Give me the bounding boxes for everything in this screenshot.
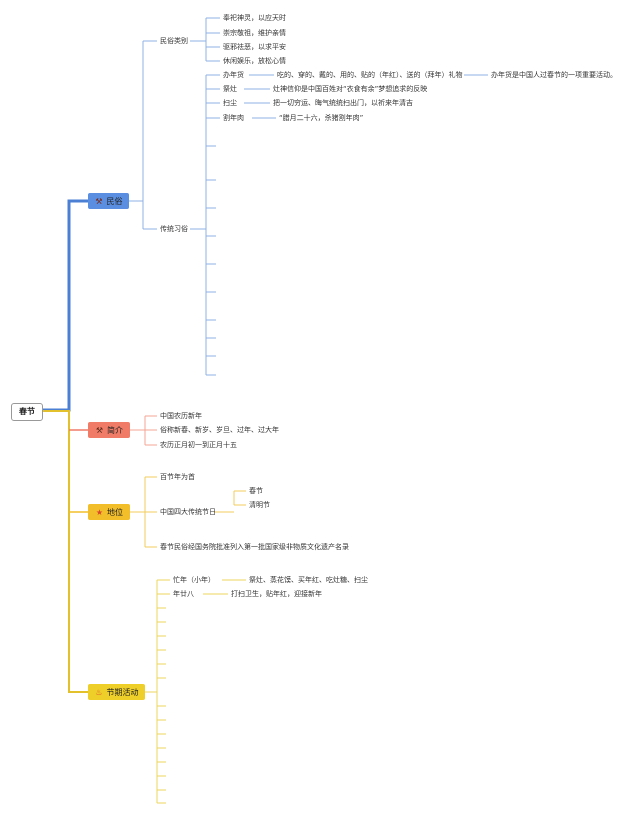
custom-item-detail: 吃的、穿的、戴的、用的、贴的（年红）、送的（拜年）礼物	[277, 71, 463, 79]
branch-huodong[interactable]: ♨ 节期活动	[88, 684, 145, 700]
huodong-item-detail: 打扫卫生，贴年红，迎接新年	[231, 590, 322, 598]
star-icon: ★	[95, 507, 104, 517]
minsu-category-item: 驱邪祛恶，以求平安	[223, 43, 286, 51]
diwei-item: 百节年为首	[160, 473, 195, 481]
connector-jianjie	[130, 415, 157, 446]
custom-item-detail: 把一切穷运、晦气统统扫出门，以祈来年清吉	[273, 99, 413, 107]
diwei-four-item: 清明节	[249, 501, 270, 509]
hammer-icon: ⚒	[95, 425, 104, 435]
branch-jianjie[interactable]: ⚒ 简介	[88, 422, 130, 438]
diwei-heritage: 春节民俗经国务院批准列入第一批国家级非物质文化遗产名录	[160, 543, 349, 551]
minsu-customs-label: 传统习俗	[160, 225, 188, 233]
huodong-item-label: 年廿八	[173, 590, 194, 598]
tools-icon: ⚒	[95, 196, 103, 206]
diwei-four-item: 春节	[249, 487, 263, 495]
minsu-category-item: 奉祀神灵，以应天时	[223, 14, 286, 22]
custom-item-detail: 灶神信仰是中国百姓对“衣食有余”梦想追求的反映	[273, 85, 428, 93]
custom-item-extra: 办年货是中国人过春节的一项重要活动。	[491, 71, 617, 79]
fire-icon: ♨	[95, 687, 103, 697]
root-node[interactable]: 春节	[11, 403, 43, 421]
custom-item-label: 办年货	[223, 71, 244, 79]
branch-minsu[interactable]: ⚒ 民俗	[88, 193, 129, 209]
custom-item-label: 割年肉	[223, 114, 244, 122]
jianjie-item: 俗称新春、新岁、岁旦、过年、过大年	[160, 426, 279, 434]
custom-item-label: 扫尘	[223, 99, 237, 107]
connector-diwei	[130, 476, 246, 548]
connector-root-to-minsu	[41, 199, 88, 412]
minsu-category-item: 崇宗敬祖，维护亲情	[223, 29, 286, 37]
custom-item-label: 祭灶	[223, 85, 237, 93]
minsu-category-item: 休闲娱乐，放松心情	[223, 57, 286, 65]
huodong-item-label: 忙年（小年）	[173, 576, 215, 584]
branch-jianjie-label: 简介	[107, 425, 123, 435]
minsu-category-label: 民俗类别	[160, 37, 188, 45]
connector-huodong	[145, 579, 246, 804]
branch-diwei-label: 地位	[107, 507, 123, 517]
jianjie-item: 农历正月初一到正月十五	[160, 441, 237, 449]
connector-minsu	[129, 17, 488, 376]
diwei-four-label: 中国四大传统节日	[160, 508, 216, 516]
branch-huodong-label: 节期活动	[106, 687, 139, 697]
custom-item-detail: “腊月二十六，杀猪割年肉”	[279, 114, 364, 122]
huodong-item-detail: 祭灶、蒸花馍、买年红、吃灶糖、扫尘	[249, 576, 368, 584]
branch-minsu-label: 民俗	[106, 196, 123, 206]
branch-diwei[interactable]: ★ 地位	[88, 504, 130, 520]
connector-root-to-others	[41, 410, 88, 693]
jianjie-item: 中国农历新年	[160, 412, 202, 420]
